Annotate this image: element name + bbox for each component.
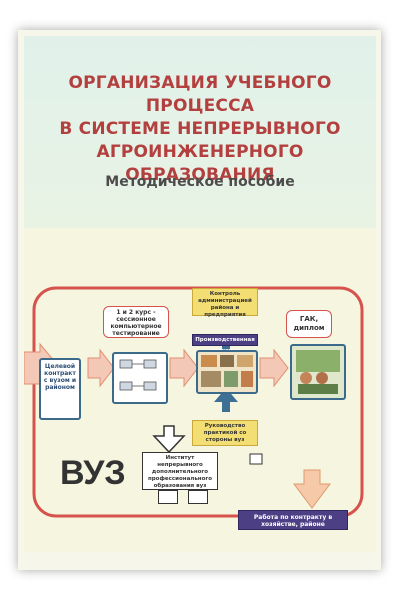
testing-image [112, 352, 168, 404]
contract-box: Целевой контракт с вузом и районом [39, 358, 81, 420]
institute-box: Институт непрерывного дополнительного пр… [142, 452, 218, 490]
gak-label: ГАК, диплом [293, 315, 325, 332]
guidance-box: Руководство практикой со стороны вуз [192, 420, 258, 446]
vuz-label: ВУЗ [60, 454, 126, 492]
work-box: Работа по контракту в хозяйстве, районе [238, 510, 348, 530]
book-subtitle: Методическое пособие [105, 174, 295, 190]
practice-image [196, 350, 258, 394]
title-line-1: ОРГАНИЗАЦИЯ УЧЕБНОГО ПРОЦЕССА [68, 73, 332, 116]
book-title: ОРГАНИЗАЦИЯ УЧЕБНОГО ПРОЦЕССА В СИСТЕМЕ … [24, 72, 376, 187]
title-line-3: АГРОИНЖЕНЕРНОГО ОБРАЗОВАНИЯ [96, 142, 304, 185]
building-icon-1 [158, 490, 178, 504]
courses-box: 1 и 2 курс - сессионное компьютерное тес… [103, 306, 169, 338]
courses-label: 1 и 2 курс - сессионное компьютерное тес… [110, 309, 162, 337]
diploma-image [290, 344, 346, 400]
cover-header-area [24, 36, 376, 228]
title-line-2: В СИСТЕМЕ НЕПРЕРЫВНОГО [59, 119, 341, 139]
practice-box: Производственная практика [192, 334, 258, 354]
contract-label: Целевой контракт с вузом и районом [43, 363, 77, 391]
building-icon-2 [188, 490, 208, 504]
control-box: Контроль администрацией района и предпри… [192, 288, 258, 318]
education-process-diagram: Целевой контракт с вузом и районом 1 и 2… [24, 280, 376, 550]
gak-box: ГАК, диплом [286, 310, 332, 338]
